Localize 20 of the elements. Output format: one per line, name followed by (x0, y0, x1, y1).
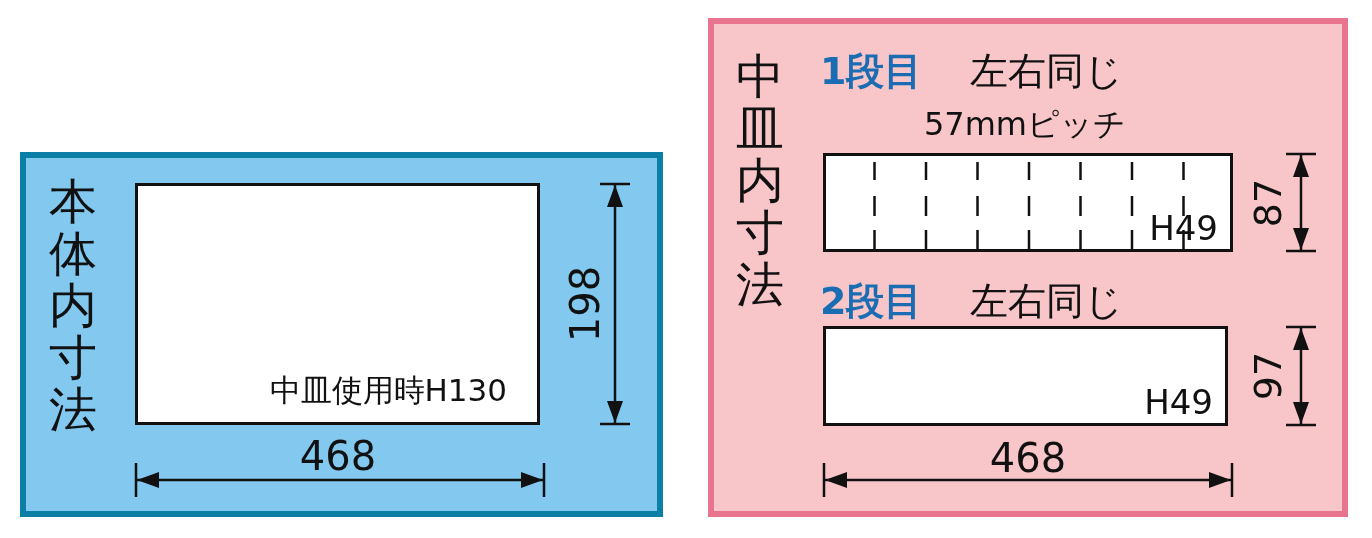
dimension-label: 87 (1249, 178, 1287, 228)
dimension-label: 198 (565, 265, 605, 343)
dimension-panel (20, 152, 663, 517)
dimension-panel (708, 18, 1348, 517)
tray-outline (823, 153, 1233, 252)
note-text: 57mmピッチ (923, 108, 1127, 140)
tray-outline (823, 326, 1228, 426)
height-note: H49 (1149, 211, 1218, 245)
dimension-label: 468 (989, 438, 1067, 478)
panel-title: 中皿内寸法 (735, 50, 785, 310)
tier-label: 1段目 (820, 52, 923, 90)
height-note: H49 (1144, 385, 1213, 419)
tier-label: 2段目 (820, 282, 923, 320)
panel-title: 本体内寸法 (48, 175, 98, 435)
note-text: 左右同じ (970, 52, 1123, 90)
height-note: 中皿使用時H130 (269, 375, 507, 406)
dimension-label: 468 (299, 436, 377, 476)
dimension-label: 97 (1249, 351, 1287, 401)
tray-outline (135, 183, 540, 425)
note-text: 左右同じ (970, 282, 1123, 320)
